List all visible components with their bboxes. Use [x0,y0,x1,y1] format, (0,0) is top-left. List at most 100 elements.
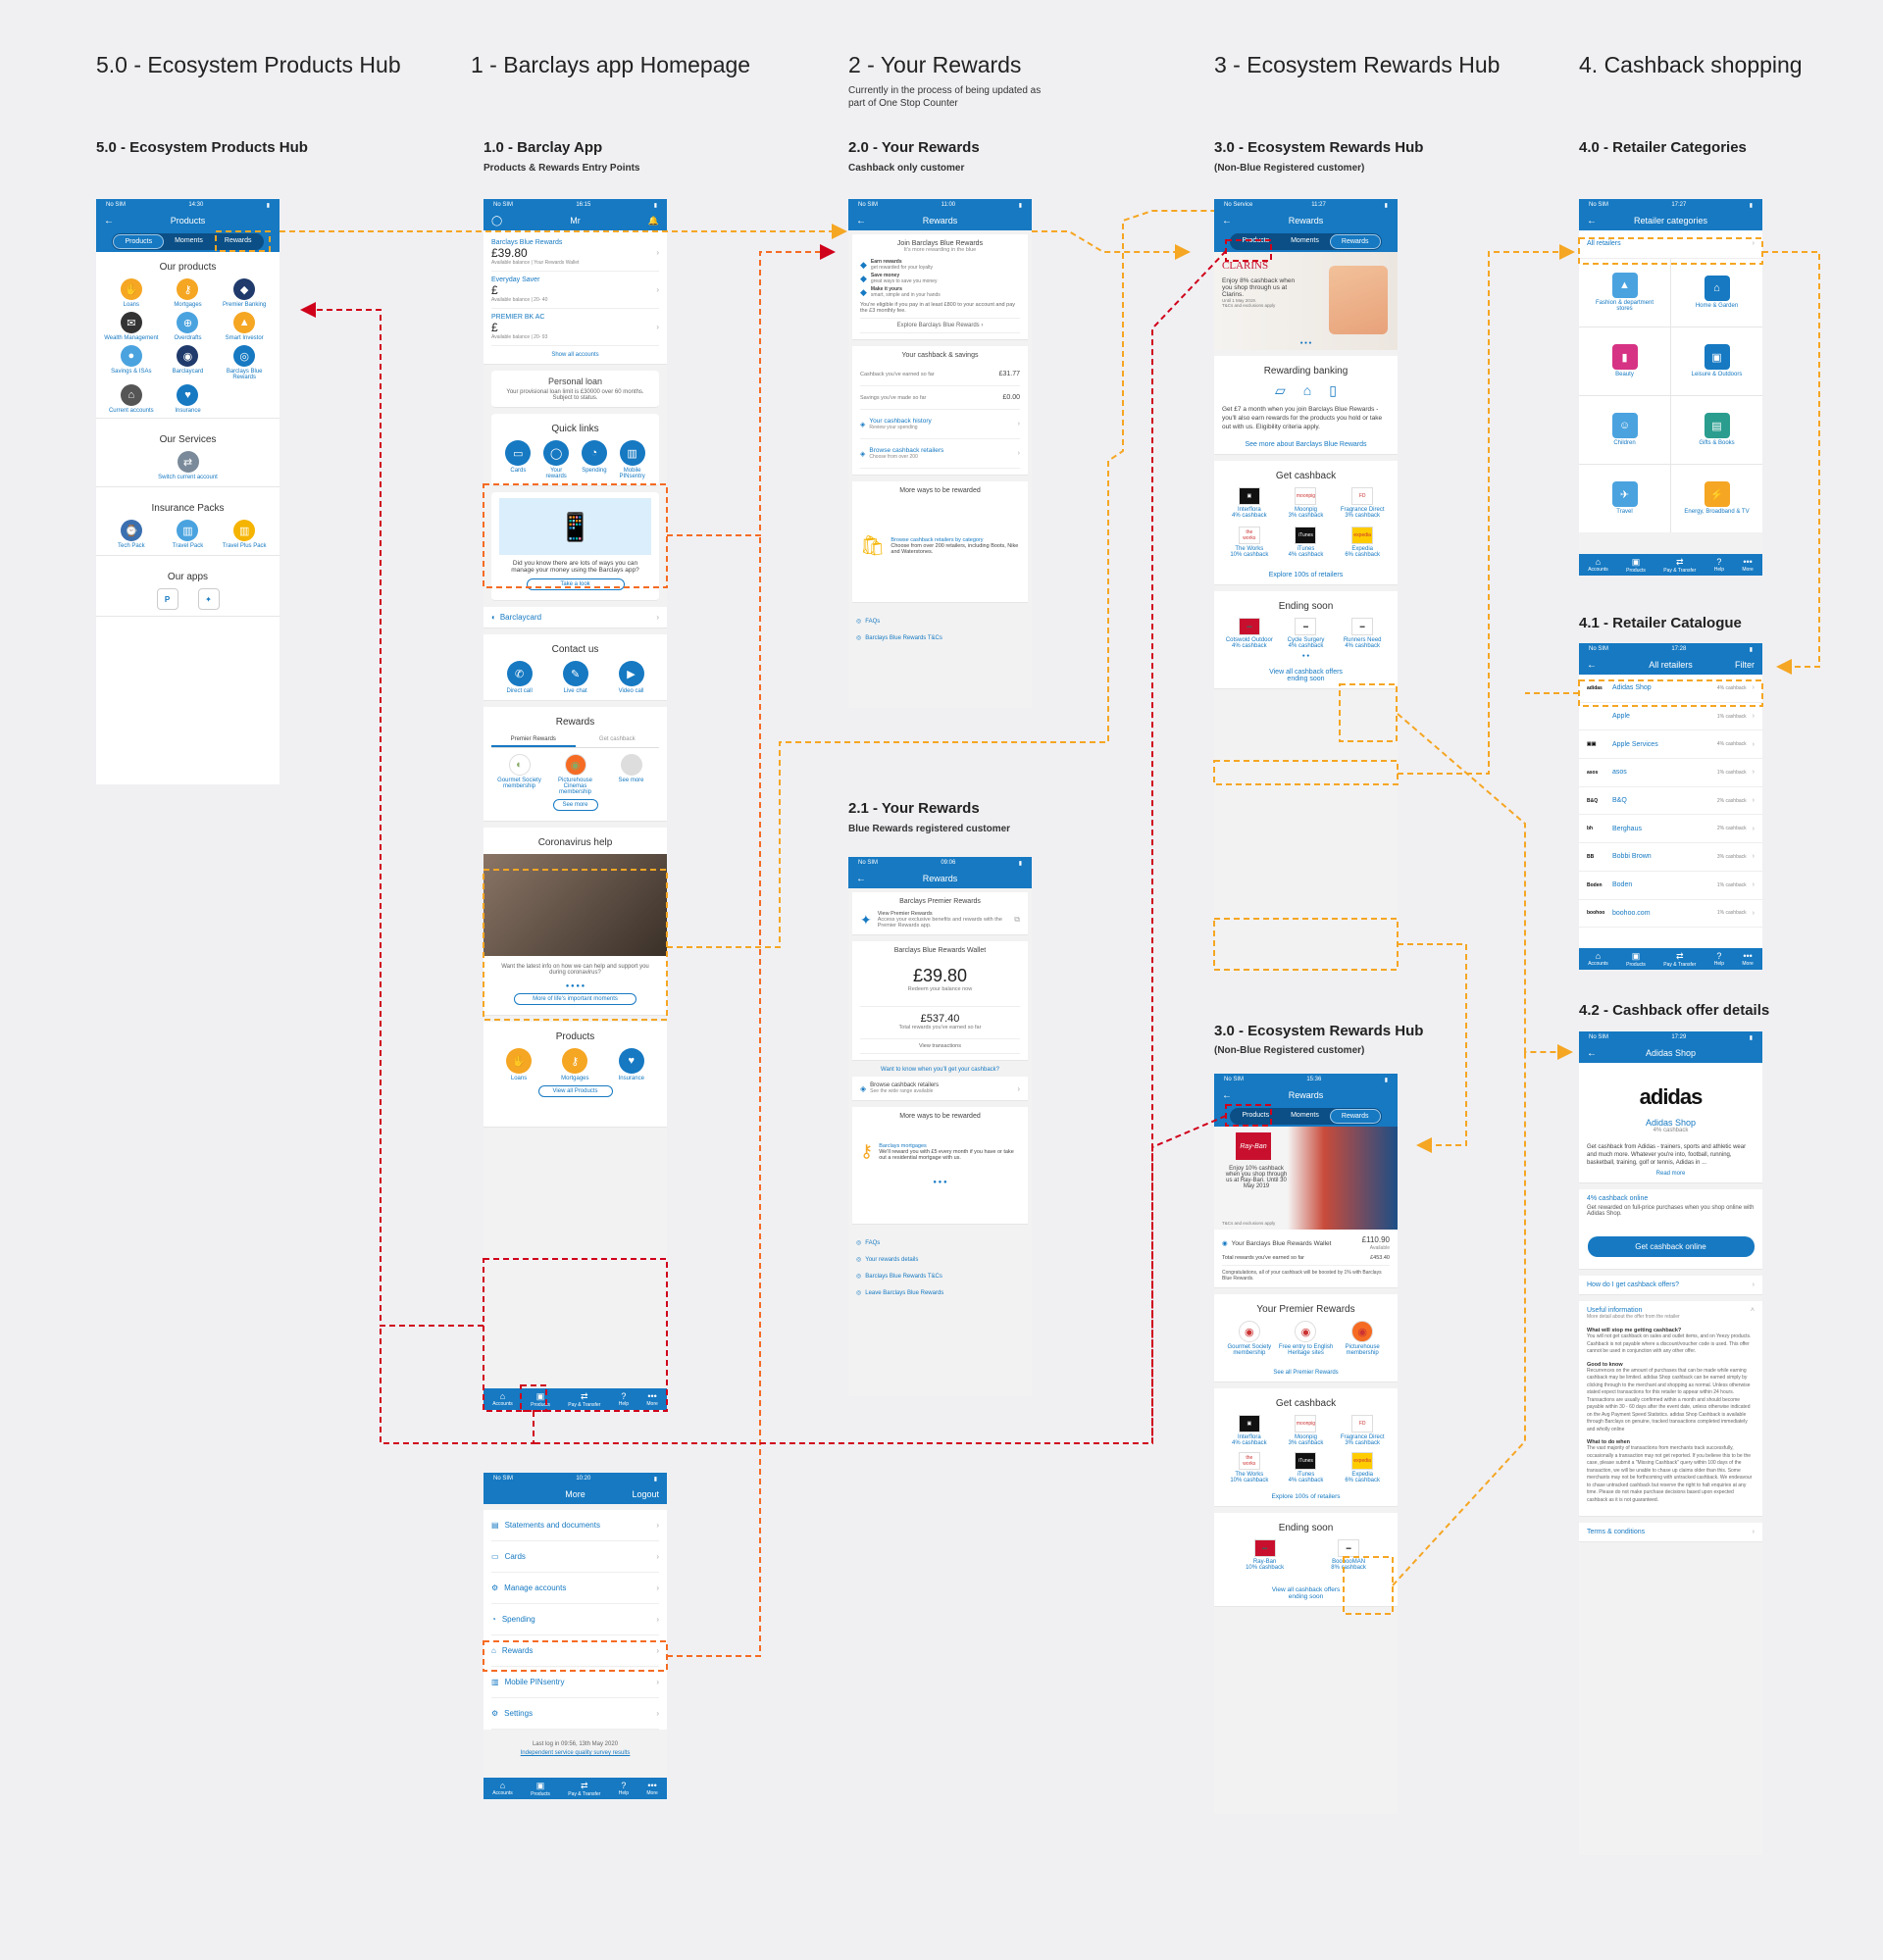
quick-link[interactable]: ▭Cards [503,440,533,479]
tab-products[interactable]: Products [113,233,165,249]
category-tile[interactable]: ✈Travel [1579,464,1670,532]
tab-bar-item[interactable]: ▣Products [1626,557,1646,574]
footer-link[interactable]: ◎FAQs [856,1234,1024,1251]
filter-button[interactable]: Filter [1735,660,1755,670]
tab-bar-item[interactable]: ?Help [1714,557,1724,573]
tab-bar-item[interactable]: ⇄Pay & Transfer [1663,557,1696,574]
pingit-app-icon[interactable]: P [156,588,178,610]
quick-link[interactable]: ◯Your rewards [541,440,571,479]
category-tile[interactable]: ▣Leisure & Outdoors [1671,327,1762,395]
view-transactions-row[interactable]: View transactions [860,1038,1020,1054]
account-row[interactable]: Everyday Saver£Available balance | 20- 4… [491,272,659,309]
tab-bar-item[interactable]: ⌂Accounts [1588,557,1608,573]
back-icon[interactable]: ← [1222,1089,1232,1101]
footer-link[interactable]: ◎Barclays Blue Rewards T&Cs [856,629,1024,646]
take-a-look-button[interactable]: Take a look [526,578,625,590]
premier-item[interactable]: ◉Gourmet Society membership [1222,1321,1277,1356]
tab-bar-item[interactable]: ⇄Pay & Transfer [568,1781,600,1797]
tab-bar-item[interactable]: ▣Products [1626,951,1646,968]
wallet-row[interactable]: ◉ Your Barclays Blue Rewards Wallet £110… [1222,1235,1390,1251]
bell-icon[interactable]: 🔔 [647,215,659,226]
footer-link[interactable]: ◎Barclays Blue Rewards T&Cs [856,1268,1024,1284]
footer-link[interactable]: ◎Leave Barclays Blue Rewards [856,1284,1024,1301]
tab-bar-item[interactable]: ⇄Pay & Transfer [1663,951,1696,968]
more-menu-item[interactable]: ⚙Manage accounts› [491,1573,659,1604]
product-item[interactable]: ⌂Current accounts [104,384,159,414]
more-menu-item[interactable]: ▭Cards› [491,1541,659,1573]
tab-bar-item[interactable]: ⌂Accounts [492,1391,513,1407]
contact-item[interactable]: ▶Video call [618,661,644,694]
back-icon[interactable]: ← [1587,659,1597,671]
product-item[interactable]: ♥Insurance [161,384,216,414]
tab-bar-item[interactable]: •••More [1742,951,1753,967]
tab-moments[interactable]: Moments [1291,236,1319,244]
view-all-products-button[interactable]: View all Products [537,1085,613,1097]
reward-item[interactable]: ◉Picturehouse Cinemas membership [552,754,599,795]
footer-link[interactable]: ◎Your rewards details [856,1251,1024,1268]
get-cashback-online-button[interactable]: Get cashback online [1587,1236,1755,1257]
see-all-premier-link[interactable]: See all Premier Rewards [1273,1370,1339,1376]
category-tile[interactable]: ☺Children [1579,395,1670,464]
tab-bar-item[interactable]: ⌂Accounts [1588,951,1608,967]
product-item[interactable]: ◎Barclays Blue Rewards [217,345,272,380]
tab-get-cashback[interactable]: Get cashback [598,736,636,742]
tab-bar-item[interactable]: ▣Products [531,1391,550,1408]
category-tile[interactable]: ▲Fashion & department stores [1579,258,1670,327]
tab-moments[interactable]: Moments [175,236,203,244]
tab-bar-item[interactable]: •••More [646,1391,657,1407]
back-icon[interactable]: ← [1587,1047,1597,1059]
product-item[interactable]: ♥Insurance [619,1048,644,1081]
profile-icon[interactable]: ◯ [491,215,503,226]
view-all-ending-link[interactable]: View all cashback offers ending soon [1271,1586,1341,1600]
quick-link[interactable]: ▥Mobile PINsentry [618,440,647,479]
tab-bar-item[interactable]: ?Help [619,1391,629,1407]
back-icon[interactable]: ← [856,215,866,226]
more-menu-item[interactable]: ⚙Settings› [491,1698,659,1730]
category-tile[interactable]: ⚡Energy, Broadband & TV [1671,464,1762,532]
more-menu-item[interactable]: ▤Statements and documents› [491,1510,659,1541]
read-more-link[interactable]: Read more [1655,1171,1686,1177]
product-item[interactable]: ◆Premier Banking [217,278,272,308]
all-retailers-row[interactable]: All retailers› [1579,230,1762,259]
hero-banner[interactable]: CLARINS Enjoy 8% cashback when you shop … [1214,252,1398,350]
tab-rewards[interactable]: Rewards [1329,1108,1381,1124]
product-item[interactable]: ▲Smart Investor [217,312,272,341]
survey-link[interactable]: Independent service quality survey resul… [520,1750,631,1756]
category-tile[interactable]: ⌂Home & Garden [1671,258,1762,327]
switch-account-item[interactable]: ⇄Switch current account [104,451,272,480]
tab-products[interactable]: Products [1242,1111,1270,1119]
banking-link[interactable]: See more about Barclays Blue Rewards [1245,441,1367,448]
more-menu-item[interactable]: ◔Spending› [491,1604,659,1635]
useful-row[interactable]: Useful information˄ [1587,1307,1755,1314]
how-row[interactable]: How do I get cashback offers?› [1579,1276,1762,1295]
tab-bar-item[interactable]: ▣Products [531,1781,550,1797]
pack-item[interactable]: ▥Travel Pack [161,520,216,549]
product-item[interactable]: ✉Wealth Management [104,312,159,341]
product-item[interactable]: ⊕Overdrafts [161,312,216,341]
reward-item[interactable]: ◐Gourmet Society membership [496,754,543,795]
contact-item[interactable]: ✎Live chat [562,661,588,694]
tab-products[interactable]: Products [1242,236,1270,244]
back-icon[interactable]: ← [104,215,114,226]
pack-item[interactable]: ▥Travel Plus Pack [217,520,272,549]
